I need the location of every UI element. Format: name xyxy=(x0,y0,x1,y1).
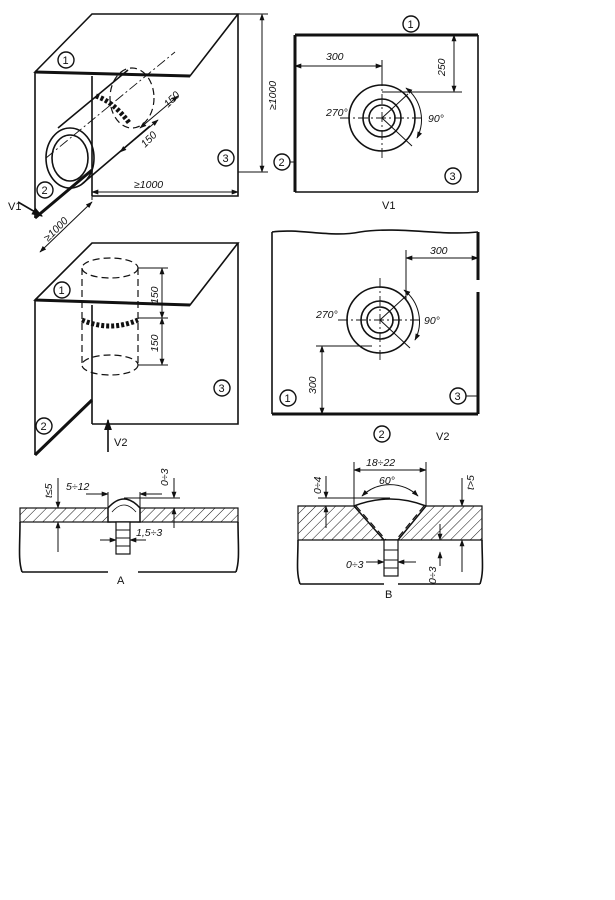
thickness-b: t>5 xyxy=(465,475,477,490)
weld-detail-b: 18÷22 60° 0÷4 t>5 0÷3 0÷3 B xyxy=(296,457,484,601)
dim-300-bottom: 300 xyxy=(307,376,319,394)
plan-view-v1: 270° 90° 300 250 1 2 3 V1 xyxy=(273,15,479,212)
groove-line xyxy=(395,505,425,541)
face-width-b: 18÷22 xyxy=(366,457,395,469)
part-label-circle xyxy=(35,417,53,435)
plate-edge xyxy=(34,70,191,78)
break-line xyxy=(271,229,479,235)
plate-edge xyxy=(34,298,191,307)
part-label-1: 1 xyxy=(285,393,291,405)
view-label-v1: V1 xyxy=(8,201,21,213)
part-label-1: 1 xyxy=(59,285,65,297)
pipe-top-generatrix xyxy=(57,69,129,129)
root-gap-b: 0÷3 xyxy=(346,559,364,571)
dim-300: 300 xyxy=(326,51,344,63)
iso-horizontal-view: 150 150 ≥1000 ≥1000 ≥1000 1 2 3 V1 xyxy=(8,13,279,253)
part-label-2: 2 xyxy=(379,429,385,441)
angle-ray xyxy=(381,117,413,147)
view-arrow-v1 xyxy=(17,201,43,217)
angle-ray xyxy=(381,93,409,119)
weld-seam xyxy=(81,317,139,329)
root-reinforcement-b: 0÷3 xyxy=(427,566,439,584)
pipe-far-end xyxy=(109,67,155,129)
dim-line-150-b xyxy=(119,119,159,153)
v-weld-bead xyxy=(352,498,428,541)
root-bead xyxy=(383,539,399,577)
part-label-3: 3 xyxy=(450,171,456,183)
part-label-circle xyxy=(373,425,391,443)
part-label-circle xyxy=(36,181,54,199)
angle-arc xyxy=(403,289,421,341)
view-label-v2: V2 xyxy=(114,437,127,449)
pipe-near-end xyxy=(45,127,95,189)
angle-90: 90° xyxy=(428,113,444,125)
weld-bead xyxy=(107,498,141,523)
reinforcement-b: 0÷4 xyxy=(312,476,324,494)
side-plate-floor-edge xyxy=(33,398,94,457)
part-label-circle xyxy=(273,153,291,171)
part-label-2: 2 xyxy=(279,157,285,169)
pipe-bottom-end xyxy=(81,354,139,376)
pipe-bore xyxy=(51,134,89,182)
part-label-2: 2 xyxy=(42,185,48,197)
angle-arc xyxy=(361,484,419,497)
groove-line xyxy=(355,505,387,541)
part-label-circle xyxy=(279,389,297,407)
part-label-3: 3 xyxy=(219,383,225,395)
weld-seam xyxy=(95,93,133,126)
angle-ray xyxy=(379,295,407,321)
back-plate xyxy=(92,243,239,425)
part-label-circle xyxy=(53,281,71,299)
iso-vertical-view: 150 150 1 2 3 V2 xyxy=(33,242,240,457)
pipe-top-end xyxy=(81,257,139,279)
angle-ray xyxy=(379,319,411,349)
detail-label-b: B xyxy=(385,589,392,601)
part-label-1: 1 xyxy=(408,19,414,31)
break-line xyxy=(18,521,23,573)
dim-min-width: ≥1000 xyxy=(134,179,163,191)
dim-300-right: 300 xyxy=(430,245,448,257)
dim-min-depth: ≥1000 xyxy=(42,215,71,244)
bead-width-a: 5÷12 xyxy=(66,481,89,493)
part-label-circle xyxy=(57,51,75,69)
part-label-3: 3 xyxy=(223,153,229,165)
break-line xyxy=(235,521,240,573)
part-label-3: 3 xyxy=(455,391,461,403)
part-label-circle xyxy=(217,149,235,167)
angle-270: 270° xyxy=(315,309,338,321)
angle-270: 270° xyxy=(325,107,348,119)
weld-ripple xyxy=(111,504,137,513)
angle-90: 90° xyxy=(424,315,440,327)
thickness-a: t≤5 xyxy=(43,483,55,498)
pipe-axis xyxy=(45,51,176,159)
dim-250: 250 xyxy=(436,58,448,77)
break-line xyxy=(296,539,301,585)
part-label-circle xyxy=(449,387,467,405)
plan-view-v2: 270° 90° 300 300 1 3 2 V2 xyxy=(271,229,480,443)
plate-section-right xyxy=(137,507,239,523)
view-label-v2: V2 xyxy=(436,431,449,443)
angle-b: 60° xyxy=(379,475,395,487)
detail-label-a: A xyxy=(117,575,125,587)
root-a: 1,5÷3 xyxy=(136,527,162,539)
weld-detail-a: t≤5 5÷12 0÷3 1,5÷3 A xyxy=(18,468,240,587)
part-label-circle xyxy=(444,167,462,185)
plate-section-left xyxy=(19,507,111,523)
dim-line-depth xyxy=(39,201,93,253)
part-label-circle xyxy=(402,15,420,33)
part-label-1: 1 xyxy=(63,55,69,67)
reinforcement-a: 0÷3 xyxy=(159,468,171,486)
break-line xyxy=(479,539,484,585)
back-plate xyxy=(92,14,239,197)
view-label-v1: V1 xyxy=(382,200,395,212)
part-label-circle xyxy=(213,379,231,397)
dim-min-height: ≥1000 xyxy=(267,81,279,110)
dim-150-top: 150 xyxy=(149,286,161,304)
part-label-2: 2 xyxy=(41,421,47,433)
dim-150-bottom: 150 xyxy=(149,334,161,352)
angle-arc xyxy=(405,87,423,139)
